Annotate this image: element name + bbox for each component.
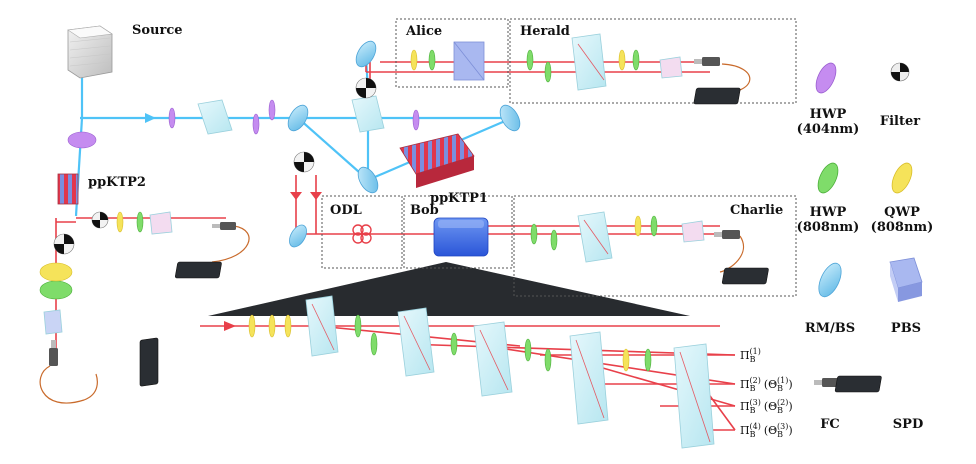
hwp-404-plates (67, 99, 420, 149)
output-1: ΠB(1) (740, 347, 761, 364)
legend-qwp808-line2: (808nm) (871, 220, 934, 235)
output-3: ΠB(3)(ΘB(2)) (740, 398, 793, 415)
legend-filter-icon (890, 62, 910, 82)
legend: HWP (404nm) Filter HWP (808nm) QWP (808n… (797, 62, 934, 432)
legend-qwp808-icon (891, 162, 913, 194)
legend-spd-label: SPD (893, 417, 923, 432)
qwp-808-plates (39, 49, 642, 372)
mirrors (287, 40, 521, 248)
legend-hwp808-line1: HWP (810, 205, 847, 220)
label-ppktp2: ppKTP2 (88, 175, 146, 190)
bob-device (433, 217, 489, 257)
signal-arrow-icon (224, 321, 236, 331)
herald-box (509, 18, 797, 104)
pump-arrow-icon (145, 113, 156, 123)
legend-spd-icon (834, 375, 882, 393)
charlie-box (513, 195, 797, 297)
label-bob: Bob (410, 203, 439, 218)
label-charlie: Charlie (730, 203, 783, 218)
legend-hwp808-icon (817, 162, 839, 194)
legend-hwp404-line1: HWP (810, 107, 847, 122)
ppktp2-crystal (57, 173, 79, 205)
herald-pbs (453, 41, 485, 81)
bob-outputs: ΠB(1) ΠB(2)(ΘB(1)) ΠB(3)(ΘB(2)) ΠB(4)(ΘB… (740, 347, 793, 439)
fiber-couplers (49, 57, 740, 366)
label-odl: ODL (330, 203, 362, 218)
odl-arrow-icon (290, 192, 322, 200)
label-herald: Herald (520, 24, 570, 39)
odl-box (321, 195, 403, 269)
legend-filter-label: Filter (880, 114, 920, 129)
legend-pbs-label: PBS (891, 321, 921, 336)
bob-box (403, 195, 513, 269)
legend-hwp404-icon (815, 62, 837, 94)
legend-fc-icon (814, 378, 840, 387)
legend-fc-label: FC (820, 417, 840, 432)
hwp-808-plates (39, 49, 658, 372)
output-2: ΠB(2)(ΘB(1)) (740, 376, 793, 393)
filters (53, 77, 377, 255)
odl-fiber-coils (352, 224, 372, 244)
single-photon-detectors (139, 87, 769, 387)
pbs-blocks (43, 33, 715, 449)
alice-box (395, 18, 509, 88)
label-ppktp1: ppKTP1 (430, 191, 488, 206)
station-boxes (321, 18, 797, 297)
label-source: Source (132, 23, 183, 38)
legend-hwp808-line2: (808nm) (797, 220, 860, 235)
legend-qwp808-line1: QWP (884, 205, 920, 220)
legend-rmbs-icon (818, 262, 842, 298)
laser-source (67, 25, 113, 79)
label-alice: Alice (405, 24, 442, 39)
ppktp1-crystal (399, 133, 475, 188)
legend-rmbs-label: RM/BS (805, 321, 855, 336)
legend-hwp404-line2: (404nm) (797, 122, 860, 137)
output-4: ΠB(4)(ΘB(3)) (740, 422, 793, 439)
legend-pbs-icon (889, 257, 923, 302)
